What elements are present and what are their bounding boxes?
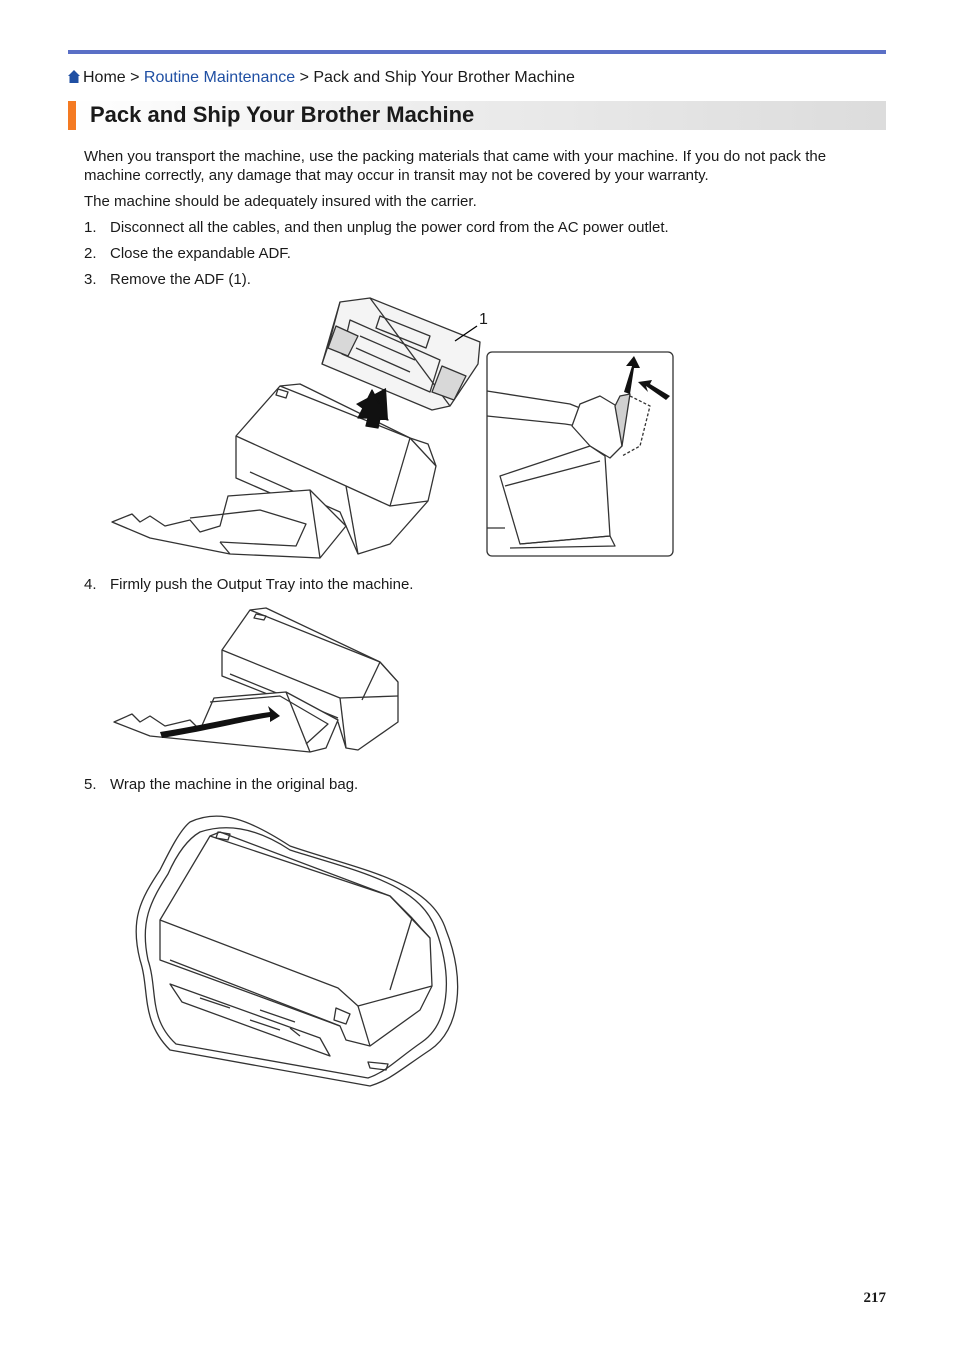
callout-label: 1 <box>479 311 488 328</box>
step-text: Disconnect all the cables, and then unpl… <box>110 219 669 236</box>
intro-paragraph: When you transport the machine, use the … <box>84 148 827 184</box>
step-text: Close the expandable ADF. <box>110 245 291 262</box>
page-number: 217 <box>863 1290 887 1306</box>
step-5: 5. Wrap the machine in the original bag. <box>84 775 358 794</box>
step-number: 4. <box>84 576 97 593</box>
remove-adf-illustration: 1 <box>111 297 674 559</box>
step-number: 1. <box>84 219 97 236</box>
step-1: 1. Disconnect all the cables, and then un… <box>84 218 669 237</box>
breadcrumb: Home > Routine Maintenance > Pack and Sh… <box>68 68 575 88</box>
breadcrumb-routine-maintenance-link[interactable]: Routine Maintenance <box>143 69 296 86</box>
breadcrumb-home[interactable]: Home <box>83 69 126 86</box>
insurance-paragraph: The machine should be adequately insured… <box>84 193 477 210</box>
step-text: Remove the ADF (1). <box>110 271 251 288</box>
page-title: Pack and Ship Your Brother Machine <box>90 102 475 127</box>
step-2: 2. Close the expandable ADF. <box>84 244 291 263</box>
step-text: Firmly push the Output Tray into the mac… <box>110 576 414 593</box>
title-accent <box>68 101 76 130</box>
step-3: 3. Remove the ADF (1). <box>84 270 251 289</box>
step-number: 5. <box>84 776 97 793</box>
breadcrumb-current: Pack and Ship Your Brother Machine <box>313 69 575 86</box>
step-number: 2. <box>84 245 97 262</box>
breadcrumb-separator: > <box>295 69 314 86</box>
push-output-tray-illustration <box>113 607 399 753</box>
step-4: 4. Firmly push the Output Tray into the m… <box>84 575 413 594</box>
home-icon[interactable] <box>68 70 80 83</box>
page-title-bar: Pack and Ship Your Brother Machine <box>68 101 886 130</box>
top-rule <box>68 50 886 54</box>
step-text: Wrap the machine in the original bag. <box>110 776 359 793</box>
machine-in-bag-illustration <box>135 815 459 1087</box>
breadcrumb-separator: > <box>125 69 144 86</box>
step-number: 3. <box>84 271 97 288</box>
